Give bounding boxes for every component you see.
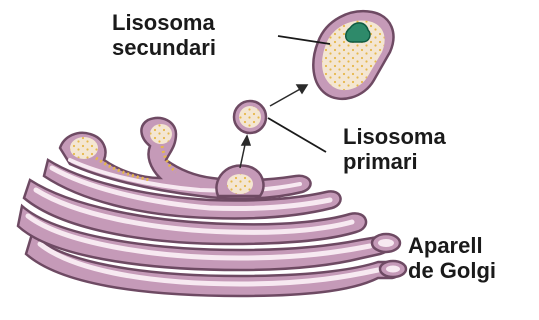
label-primary-line2: primari xyxy=(343,149,446,174)
label-primary-line1: Lisosoma xyxy=(343,124,446,149)
primary-lysosome xyxy=(234,101,266,133)
arrow-head-2 xyxy=(297,85,307,93)
label-golgi-line2: de Golgi xyxy=(408,258,496,283)
label-golgi-line1: Aparell xyxy=(408,233,496,258)
label-golgi-apparatus: Aparell de Golgi xyxy=(408,233,496,283)
label-primary-lysosome: Lisosoma primari xyxy=(343,124,446,174)
secondary-lysosome xyxy=(313,11,393,99)
label-secondary-line1: Lisosoma xyxy=(112,10,216,35)
leader-primary xyxy=(268,118,326,152)
label-secondary-line2: secundari xyxy=(112,35,216,60)
arrow-head-1 xyxy=(242,136,250,145)
arrow-primary-to-secondary xyxy=(270,88,302,106)
label-secondary-lysosome: Lisosoma secundari xyxy=(112,10,216,60)
